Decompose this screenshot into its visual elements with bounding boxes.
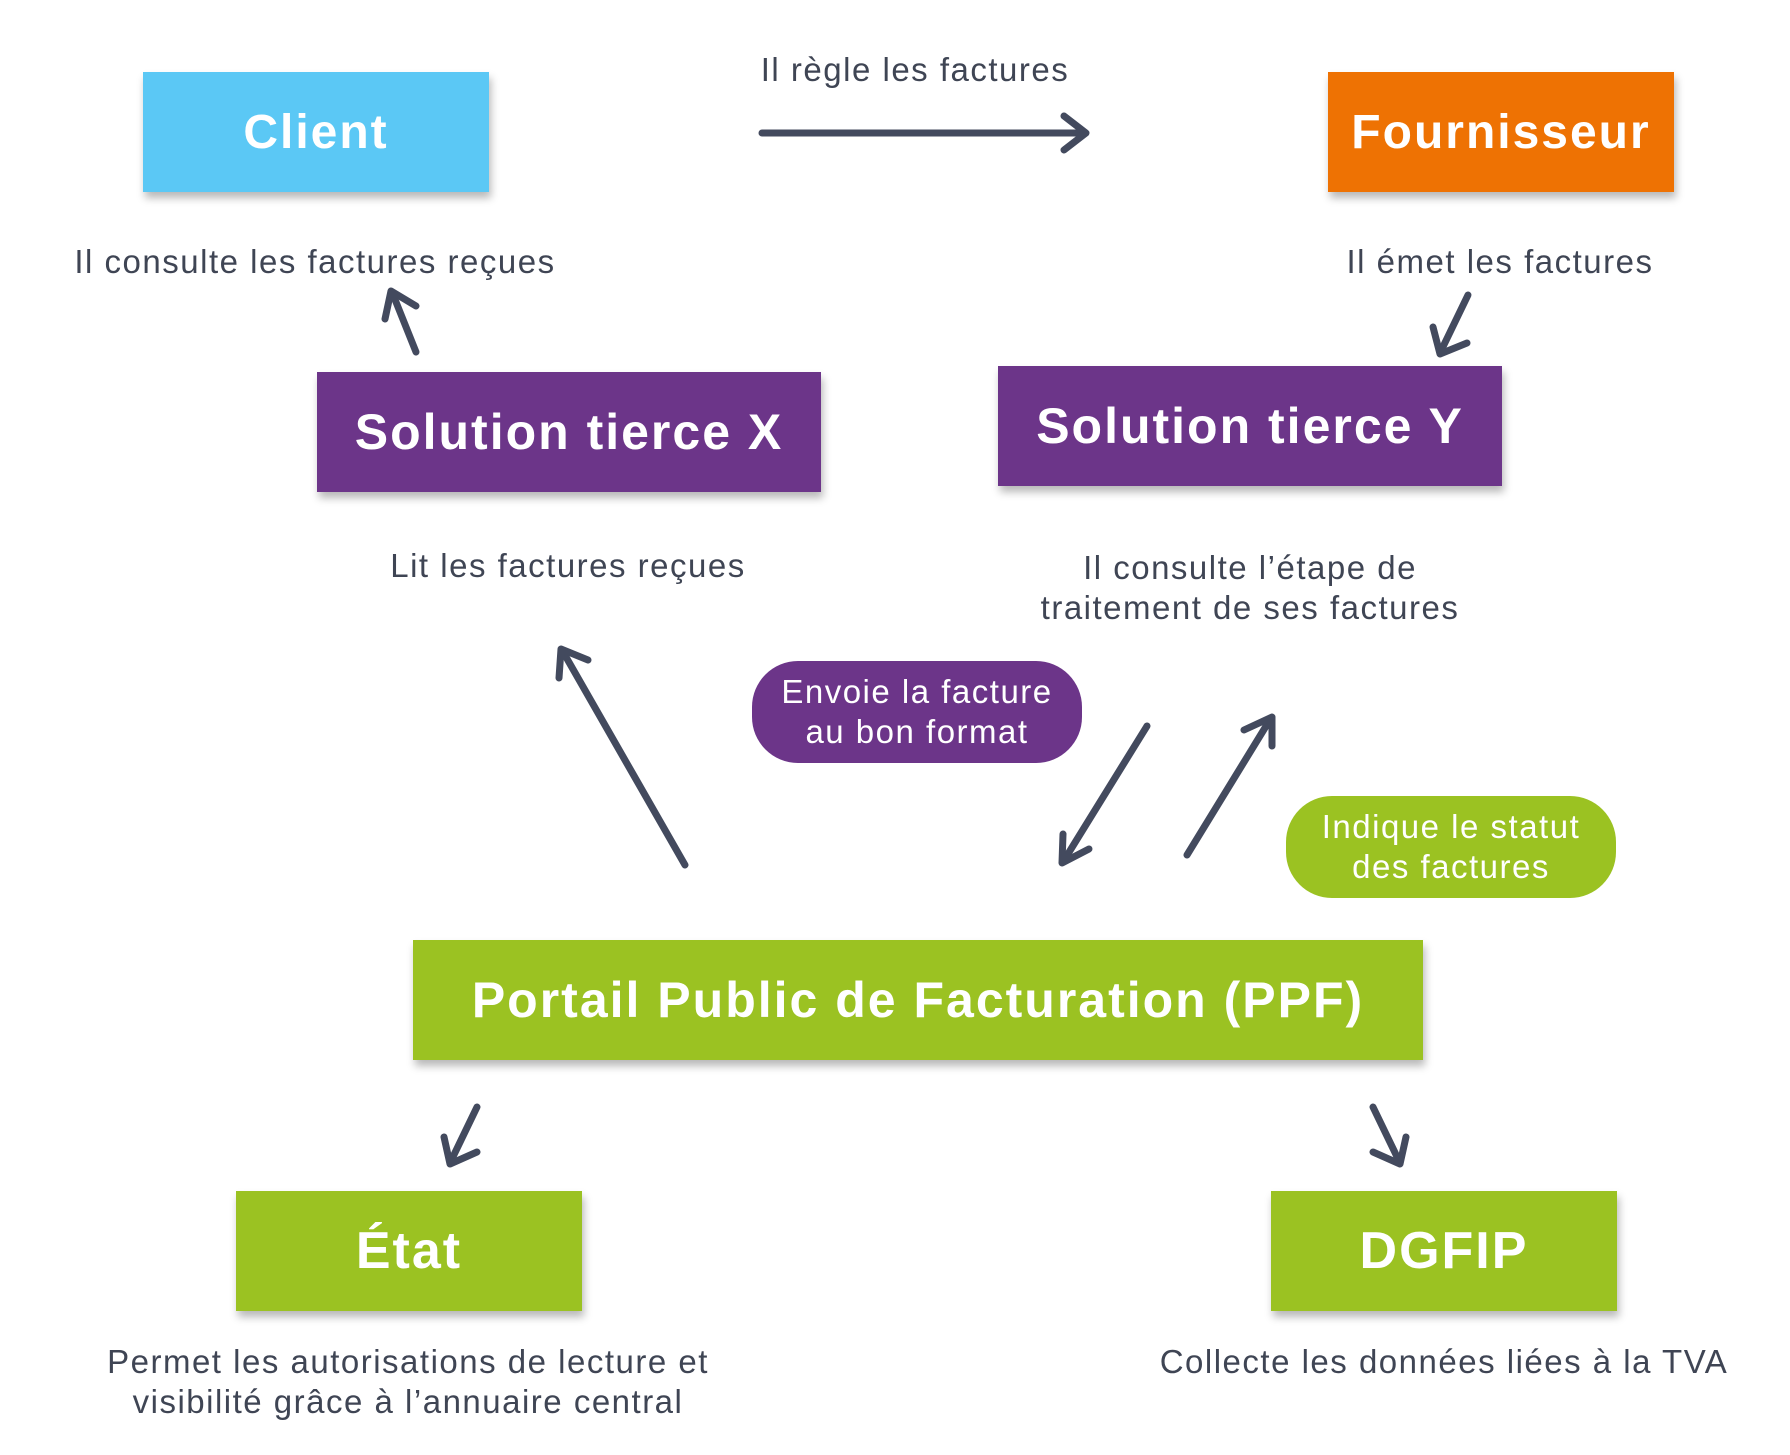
solution-x-label: Solution tierce X xyxy=(354,404,784,460)
lit-label: Lit les factures reçues xyxy=(390,547,746,584)
client-box: Client xyxy=(143,72,489,192)
fournisseur-label: Fournisseur xyxy=(1351,105,1651,159)
etat-description: Permet les autorisations de lecture et v… xyxy=(78,1342,738,1422)
arrow-ppf-to-solution-y xyxy=(1183,713,1276,859)
arrow-ppf-to-etat xyxy=(440,1103,481,1168)
arrow-ppf-to-solution-x xyxy=(555,645,689,869)
etat-box: État xyxy=(236,1191,582,1311)
statut-line-1: Indique le statut xyxy=(1321,808,1581,845)
statut-line-2: des factures xyxy=(1352,848,1550,885)
fournisseur-box: Fournisseur xyxy=(1328,72,1674,192)
solution-x-box: Solution tierce X xyxy=(317,372,821,492)
dgfip-label: DGFIP xyxy=(1359,1222,1529,1280)
emet-label: Il émet les factures xyxy=(1346,243,1654,280)
envoie-line-1: Envoie la facture xyxy=(781,673,1053,710)
client-consulte-label: Il consulte les factures reçues xyxy=(74,243,556,280)
y-consulte-line-2: traitement de ses factures xyxy=(1040,589,1460,626)
arrow-ppf-to-dgfip xyxy=(1369,1103,1410,1168)
etat-line-2: visibilité grâce à l’annuaire central xyxy=(132,1383,684,1420)
regle-label: Il règle les factures xyxy=(760,51,1070,88)
arrow-fournisseur-to-solution-y xyxy=(1429,291,1472,358)
envoie-line-2: au bon format xyxy=(805,713,1029,750)
solution-y-label: Solution tierce Y xyxy=(1036,398,1464,454)
ppf-box: Portail Public de Facturation (PPF) xyxy=(413,940,1423,1060)
y-consulte-line-1: Il consulte l’étape de xyxy=(1083,549,1417,586)
etat-line-1: Permet les autorisations de lecture et xyxy=(107,1343,709,1380)
client-label: Client xyxy=(243,105,389,159)
y-consulte-label: Il consulte l’étape de traitement de ses… xyxy=(980,548,1520,628)
solution-y-box: Solution tierce Y xyxy=(998,366,1502,486)
arrow-client-to-fournisseur xyxy=(758,112,1090,154)
envoie-pill: Envoie la facture au bon format xyxy=(752,661,1082,763)
arrow-solution-y-to-ppf xyxy=(1058,722,1151,867)
statut-pill: Indique le statut des factures xyxy=(1286,796,1616,898)
arrow-solution-x-to-client xyxy=(381,287,420,356)
etat-label: État xyxy=(355,1222,463,1280)
dgfip-box: DGFIP xyxy=(1271,1191,1617,1311)
dgfip-description: Collecte les données liées à la TVA xyxy=(1159,1343,1729,1380)
ppf-label: Portail Public de Facturation (PPF) xyxy=(471,972,1365,1028)
